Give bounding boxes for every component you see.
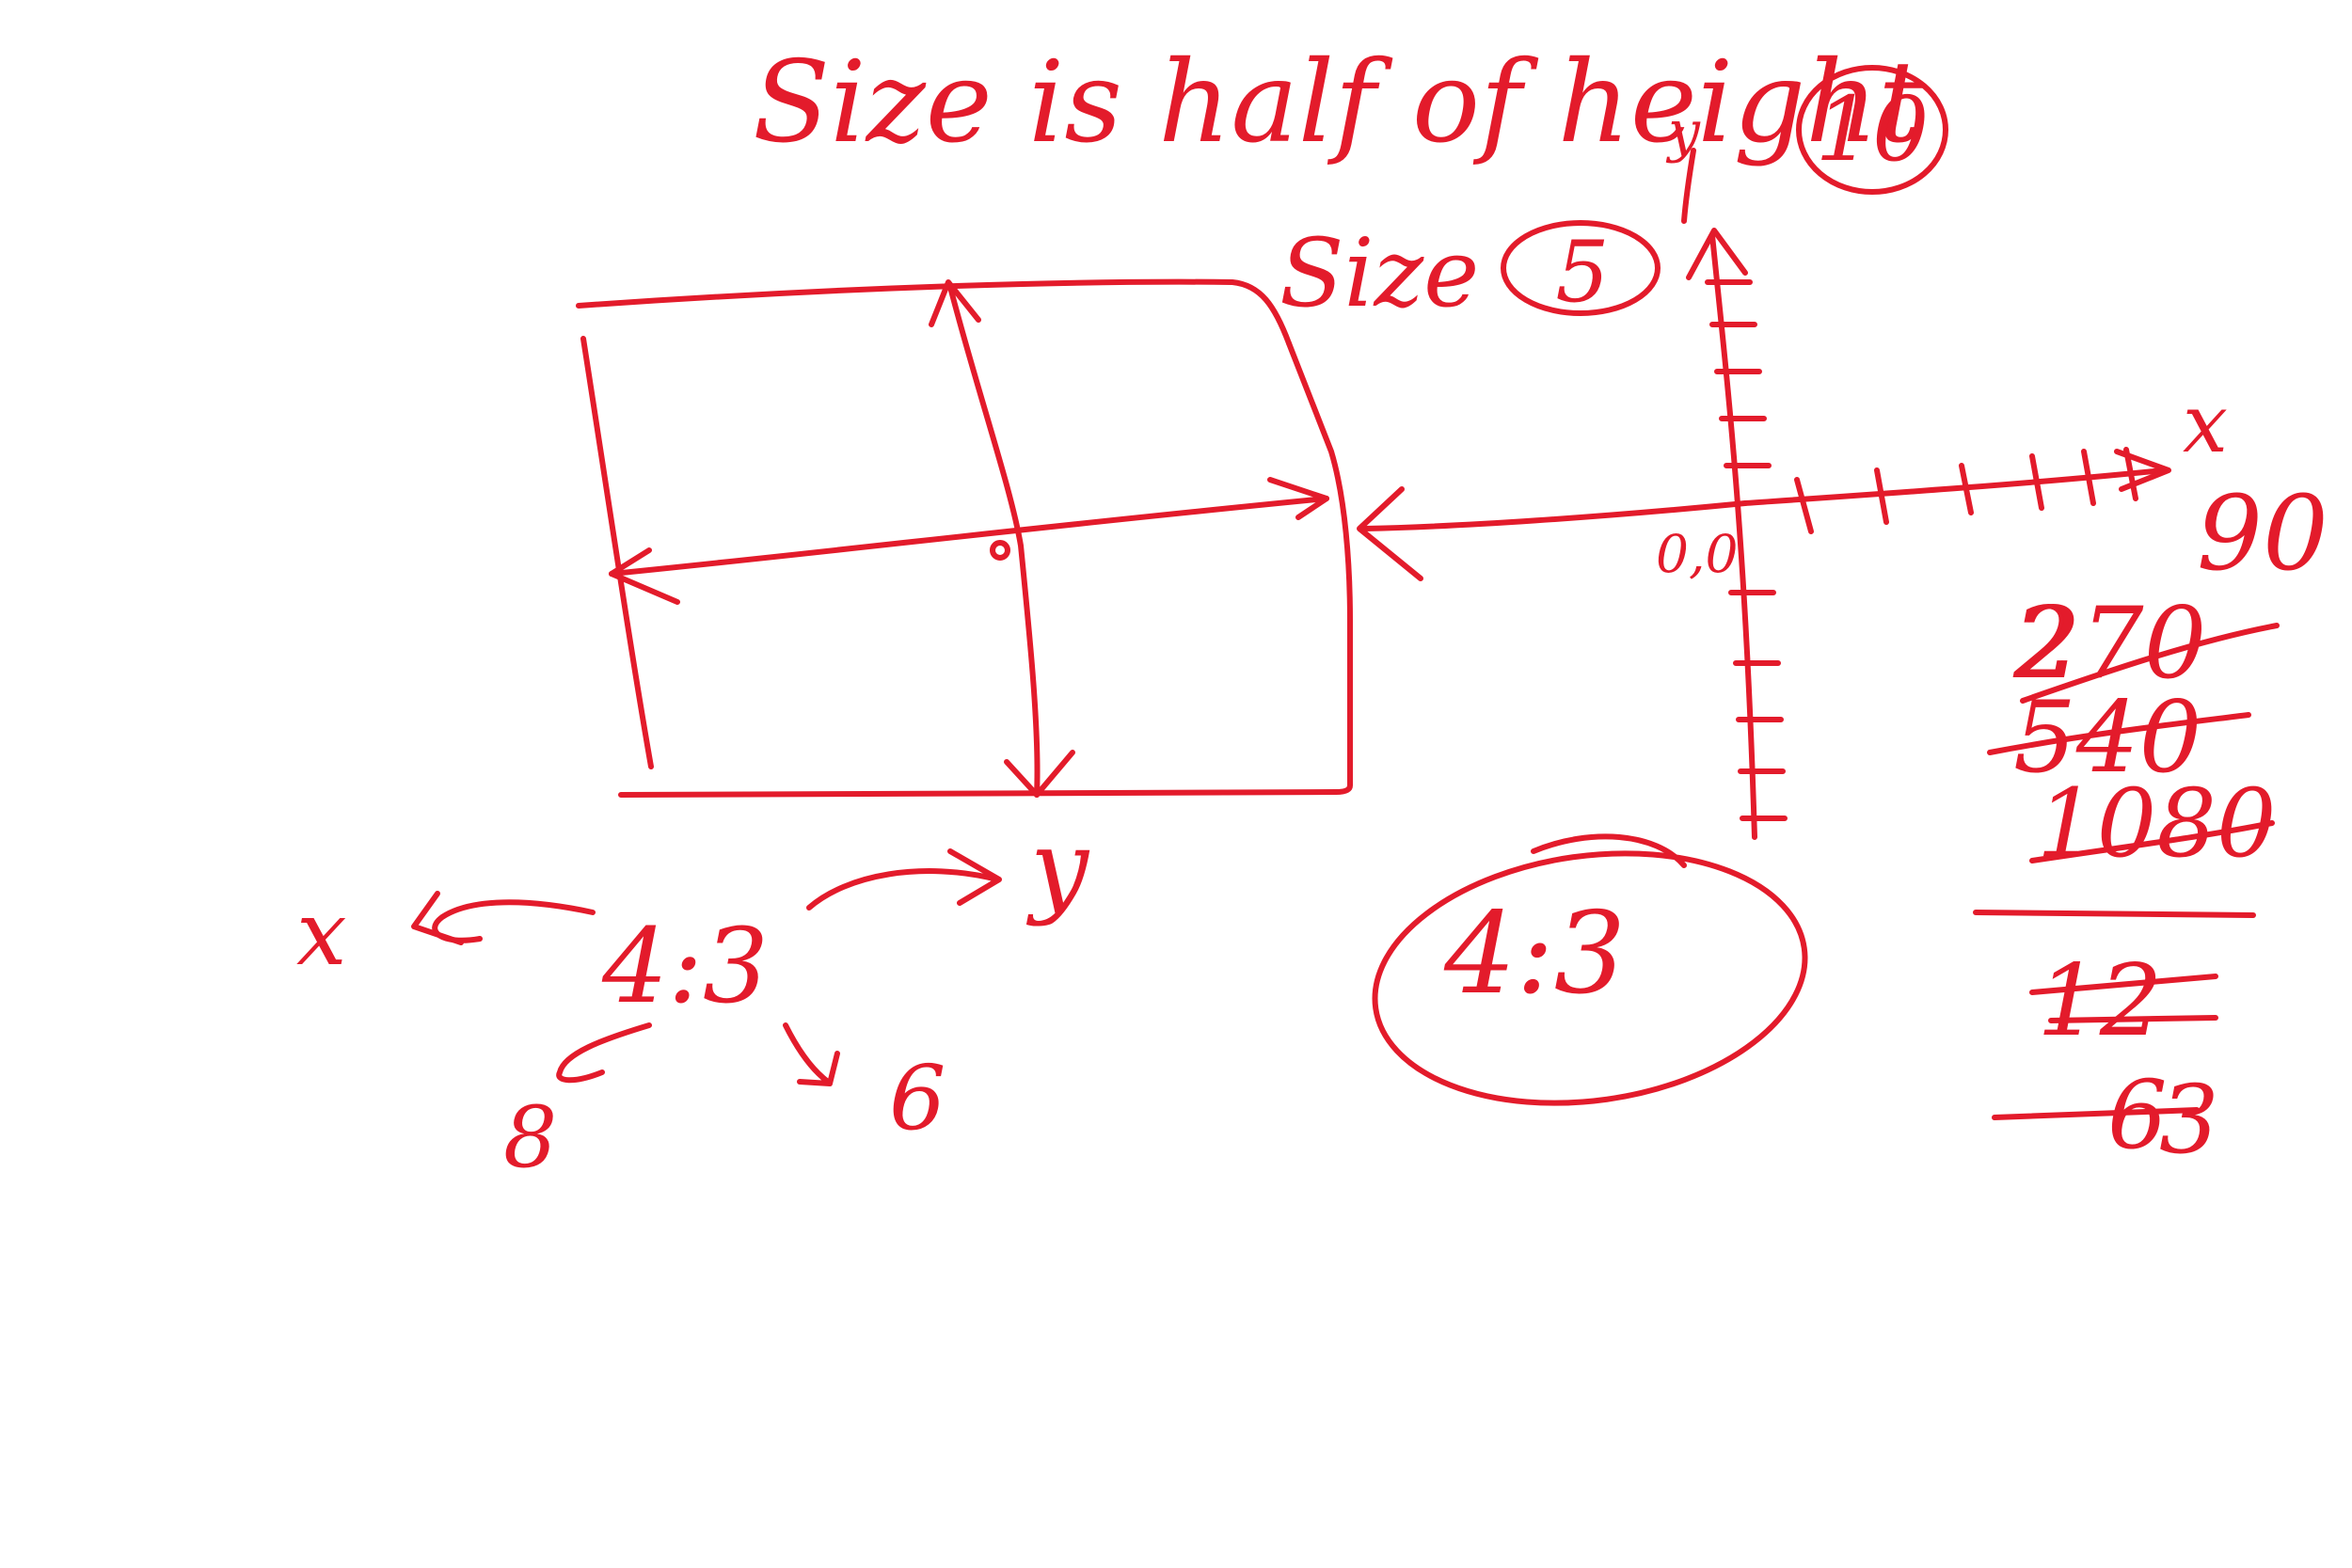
grid-vertical-arrow [947,284,1041,798]
grid-box-bottom-edge [618,789,1339,798]
calc-strike-1080 [2029,820,2275,863]
grid-box-left-edge [580,336,654,769]
ratio-y-arrow [806,868,1000,911]
x-axis-label: x [2183,378,2228,471]
calc-prefix-2: 2 [2012,586,2076,701]
y-axis-label-stroke [1681,148,1696,224]
ratio-left-a: 8 [503,1088,557,1187]
ratio-six-arrow [783,1022,840,1086]
x-axis-arrow-head [2114,449,2171,492]
calc-strike-6 [1992,1107,2200,1120]
calc-strike-540 [1987,712,2251,755]
title-text: Size is half of height [753,38,1924,168]
size-value: 5 [1555,223,1609,322]
ratio-x-arrow [432,899,596,943]
origin-label: 0,0 [1656,524,1738,584]
y-axis-label: y [1665,99,1701,165]
ratio-left-text: 4:3 [601,906,769,1026]
ratio-left-b: 6 [889,1047,946,1150]
calc-after-line: 12 [2037,943,2163,1058]
calc-strike-12 [2029,974,2218,1023]
ratio-circle-overstroke [1531,833,1687,868]
grid-box-top-edge [576,278,1292,346]
ratio-eight-arrow [556,1022,652,1084]
mapping-arrow-head [1357,486,1423,581]
grid-vertical-arrow-bottom-head [1004,750,1075,798]
ratio-circled-text: 4:3 [1443,889,1626,1020]
title-value: 10 [1816,78,1930,182]
grid-center-point [990,540,1010,561]
calc-struck-270: 270 [2017,586,2206,701]
mapping-arrow [1361,500,1748,531]
calc-strike-270 [2020,623,2280,704]
calc-struck-540: 540 [2013,680,2201,795]
ratio-circle [1372,850,1808,1106]
size-label: Size [1279,218,1479,328]
x-axis-line [1742,467,2167,506]
grid-horizontal-arrow-left-head [609,547,680,605]
grid-vertical-arrow-top-head [929,279,981,327]
y-axis-ticks [1705,279,1788,821]
y-axis-line [1709,232,1757,840]
ratio-x-arrow-head [411,891,464,945]
y-axis-arrow-head [1686,228,1748,280]
calc-struck-1080: 1080 [2037,768,2277,879]
calc-divider-line [1973,910,2256,918]
size-value-circle [1501,220,1661,316]
calc-bottom: 3 [2159,1065,2219,1175]
ratio-x-label: x [296,882,347,986]
ratio-y-arrow-head [947,848,1002,906]
grid-horizontal-arrow [609,496,1329,577]
title-value-circle [1796,65,1948,195]
ink-layer: Size is half of height 10 Size 5 y x [296,38,2328,1187]
grid-box-right-edge [1286,341,1353,795]
calc-top: 90 [2197,473,2328,594]
x-axis-ticks [1794,447,2138,534]
grid-horizontal-arrow-right-head [1267,477,1329,520]
grid-y-label: y [1025,807,1090,927]
